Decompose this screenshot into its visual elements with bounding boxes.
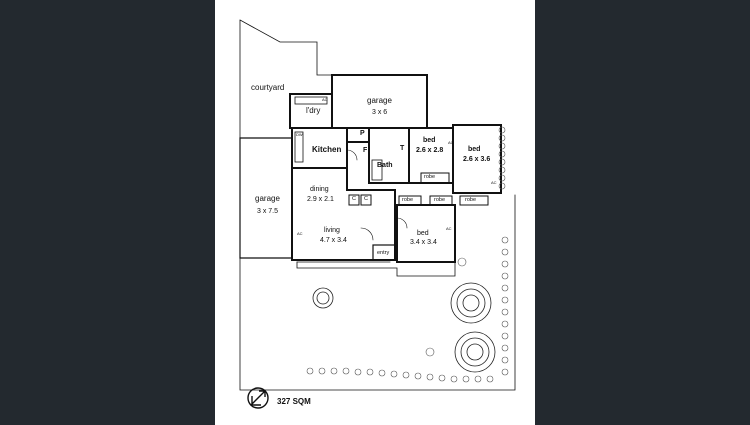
living-label: living: [324, 227, 340, 234]
north-arrow-icon: [247, 387, 269, 409]
dining-size: 2.9 x 2.1: [307, 196, 334, 203]
bath-label: Bath: [377, 162, 393, 169]
fridge-label: F: [363, 147, 368, 154]
bed1-size: 2.6 x 2.8: [416, 147, 444, 154]
robe-label-top: robe: [424, 174, 436, 180]
laundry-bench: [294, 96, 328, 105]
toilet-label: T: [400, 145, 405, 152]
kitchen-label: Kitchen: [312, 145, 342, 154]
bed3-walls: [396, 204, 456, 263]
bathtub: [371, 159, 383, 181]
garage-top-size: 3 x 6: [372, 109, 388, 116]
robe-label-bed3-a: robe: [402, 197, 414, 203]
ac-label-garage: AC: [297, 231, 303, 236]
robe-bed3-b: [429, 195, 453, 206]
dining-label: dining: [310, 186, 329, 193]
dining-living-walls: [291, 167, 396, 261]
pantry-walls: [346, 127, 370, 143]
entry-label: entry: [377, 250, 390, 256]
floor-plan-drawing: [239, 19, 516, 409]
laundry-label: l'dry: [306, 106, 321, 115]
garage-top-label: garage: [367, 96, 392, 105]
bath-walls: [368, 127, 410, 184]
garage-left-driveway: [239, 194, 516, 391]
kitchen-bench: [294, 131, 304, 163]
dw-label: DW: [296, 132, 303, 137]
bed2-label: bed: [468, 146, 481, 153]
garage-left-label: garage: [255, 194, 280, 203]
cupboard-label-1: C: [352, 196, 356, 202]
entry-walls: [372, 244, 396, 261]
pantry-label: P: [360, 130, 365, 137]
ac-label-bed3: AC: [446, 226, 452, 231]
ac-label-laundry: AC: [322, 97, 328, 102]
robe-bed3-a: [398, 195, 422, 206]
cupboard-label-2: C: [364, 196, 368, 202]
robe-top-walls: [420, 172, 450, 184]
door-arc-kitchen: [346, 149, 358, 161]
courtyard-boundary: [239, 19, 333, 141]
tree-large-1: [450, 282, 492, 324]
bed1-label: bed: [423, 137, 436, 144]
cupboard-2: [360, 194, 372, 206]
boundary-shrubs: [306, 126, 509, 383]
total-area-label: 327 SQM: [277, 397, 311, 406]
tree-large-2: [454, 331, 496, 373]
door-arc-bed3: [396, 217, 408, 229]
ac-label-bed2: AC: [491, 180, 497, 185]
tree-small: [312, 287, 334, 309]
bed3-size: 3.4 x 3.4: [410, 239, 437, 246]
cupboard-1: [348, 194, 360, 206]
garage-left-size: 3 x 7.5: [257, 208, 279, 215]
robe-label-bed3-b: robe: [434, 197, 446, 203]
bed2-size: 2.6 x 3.6: [463, 156, 491, 163]
floor-plan-sheet: [215, 0, 535, 425]
side-boundary: [296, 261, 456, 277]
living-size: 4.7 x 3.4: [320, 237, 347, 244]
door-arc-living: [360, 227, 374, 241]
bed3-label: bed: [417, 230, 429, 237]
trees: [312, 282, 496, 373]
ac-label-bed1: AC: [448, 140, 454, 145]
robe-bed2: [459, 195, 489, 206]
robe-label-bed2: robe: [465, 197, 477, 203]
courtyard-label: courtyard: [251, 83, 285, 92]
